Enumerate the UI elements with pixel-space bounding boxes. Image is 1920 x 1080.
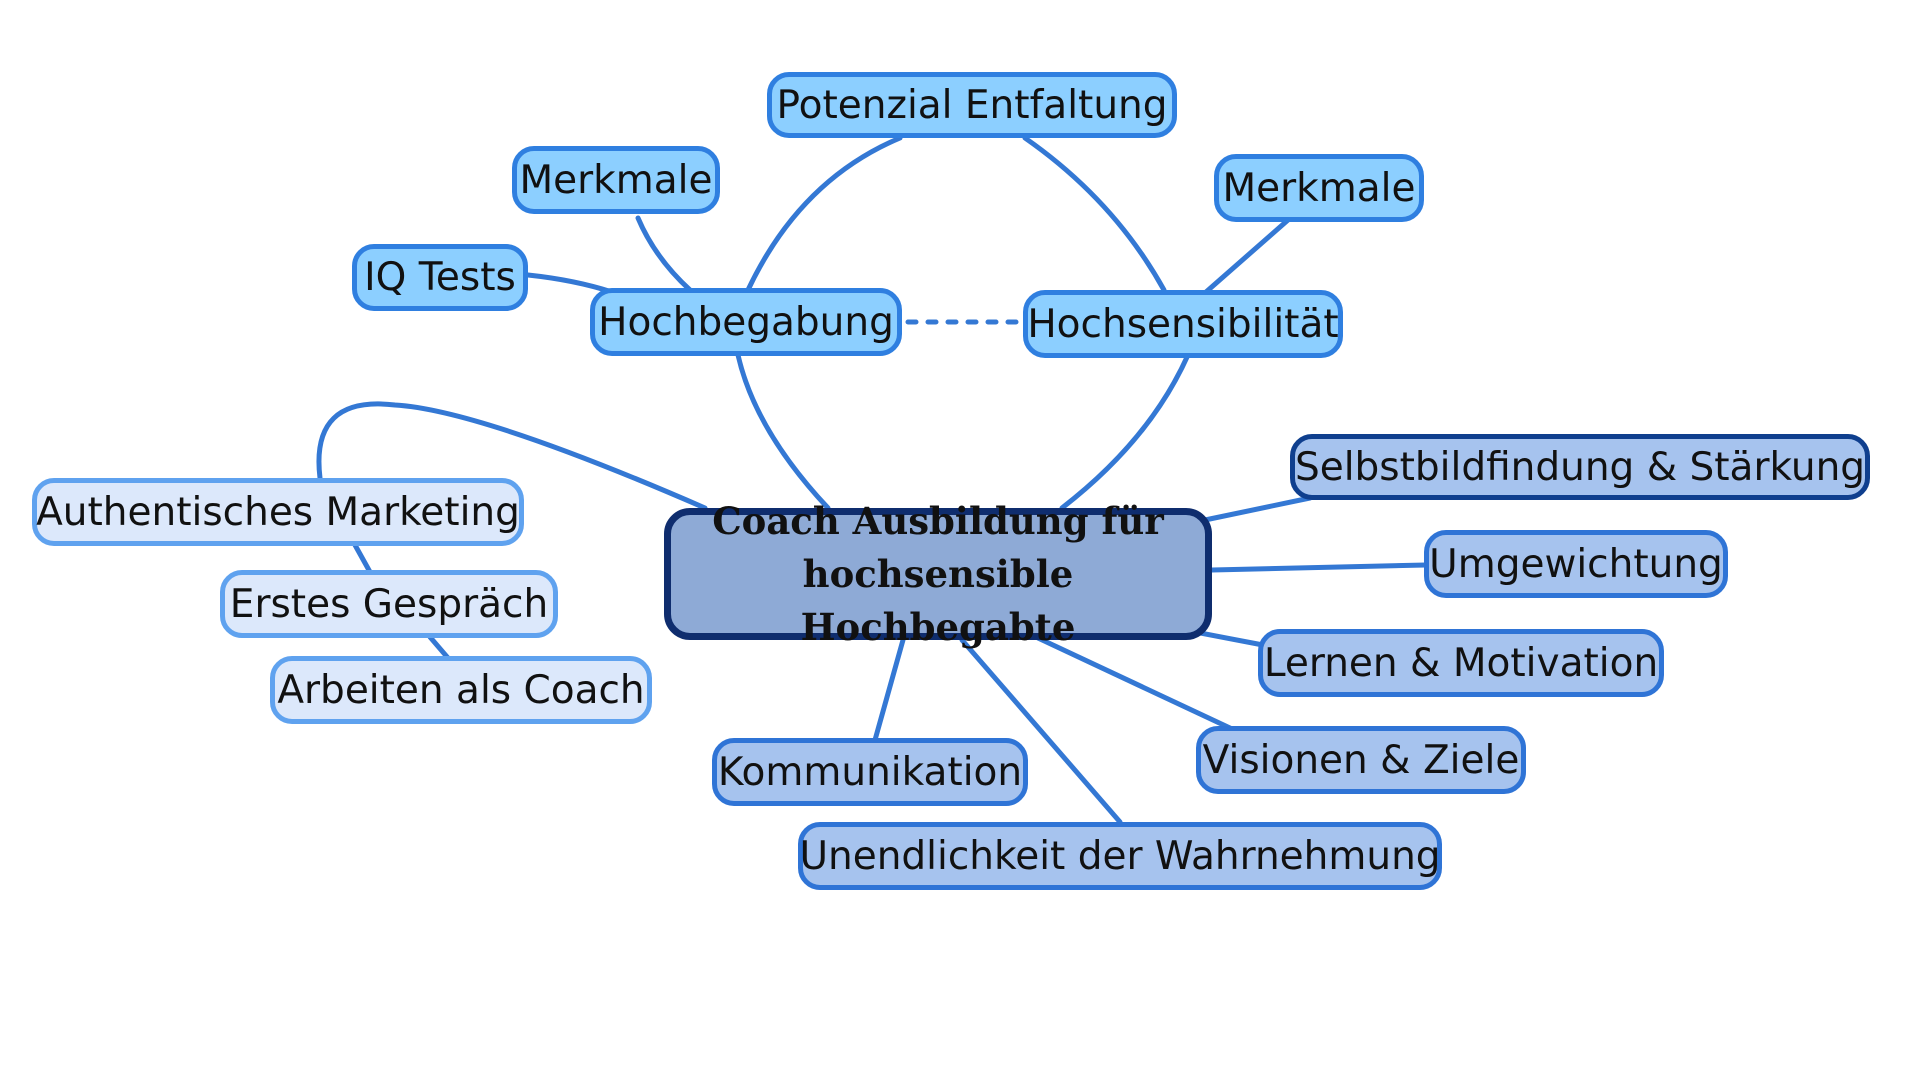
node-label: Hochsensibilität bbox=[1027, 301, 1339, 347]
node-hochsensibilitaet[interactable]: Hochsensibilität bbox=[1023, 290, 1343, 358]
connector-hochsensibilitaet-potenzial bbox=[1022, 135, 1167, 293]
node-authentisches-marketing[interactable]: Authentisches Marketing bbox=[32, 478, 524, 546]
connector-central-lernen bbox=[1192, 629, 1266, 648]
node-visionen-ziele[interactable]: Visionen & Ziele bbox=[1196, 726, 1526, 794]
connector-gespraech-coach bbox=[427, 634, 451, 661]
connector-central-kommunikation bbox=[872, 637, 906, 743]
node-label: Kommunikation bbox=[717, 749, 1023, 795]
connector-hochbegabung-potenzial bbox=[745, 135, 903, 293]
connector-hochsensibilitaet-merkmale bbox=[1203, 217, 1291, 295]
node-label: Authentisches Marketing bbox=[36, 489, 520, 535]
node-selbstbildfindung[interactable]: Selbstbildfindung & Stärkung bbox=[1290, 434, 1870, 500]
node-arbeiten-als-coach[interactable]: Arbeiten als Coach bbox=[270, 656, 652, 724]
connector-central-unendlichkeit bbox=[959, 637, 1123, 825]
central-topic-line-1: Coach Ausbildung für bbox=[712, 498, 1164, 543]
node-label: Visionen & Ziele bbox=[1202, 737, 1520, 783]
node-iq-tests[interactable]: IQ Tests bbox=[352, 244, 528, 311]
node-label: Arbeiten als Coach bbox=[277, 667, 645, 713]
connector-central-visionen bbox=[1035, 635, 1233, 731]
node-label: Unendlichkeit der Wahrnehmung bbox=[799, 833, 1441, 879]
node-label: Merkmale bbox=[1222, 165, 1416, 211]
node-merkmale-left[interactable]: Merkmale bbox=[512, 146, 720, 214]
node-label: IQ Tests bbox=[364, 255, 516, 300]
connector-hochbegabung-iqtests bbox=[525, 272, 615, 295]
node-label: Lernen & Motivation bbox=[1263, 640, 1659, 686]
connector-central-marketing bbox=[316, 401, 708, 511]
connector-central-hochsensibilitaet bbox=[1059, 352, 1191, 511]
node-label: Merkmale bbox=[519, 157, 713, 203]
connector-central-hochbegabung bbox=[735, 352, 831, 511]
node-label: Selbstbildfindung & Stärkung bbox=[1294, 444, 1866, 490]
node-kommunikation[interactable]: Kommunikation bbox=[712, 738, 1028, 806]
node-hochbegabung[interactable]: Hochbegabung bbox=[590, 288, 902, 356]
node-label: Hochbegabung bbox=[598, 299, 894, 345]
central-topic-line-2: hochsensible Hochbegabte bbox=[800, 551, 1076, 649]
node-label: Erstes Gespräch bbox=[229, 581, 549, 627]
connector-central-selbstbild bbox=[1202, 495, 1313, 523]
node-label: Umgewichtung bbox=[1429, 541, 1723, 587]
node-umgewichtung[interactable]: Umgewichtung bbox=[1424, 530, 1728, 598]
connector-marketing-gespraech bbox=[352, 542, 373, 575]
node-label: Potenzial Entfaltung bbox=[776, 82, 1168, 128]
node-potenzial-entfaltung[interactable]: Potenzial Entfaltung bbox=[767, 72, 1177, 138]
connector-central-umgewichtung bbox=[1209, 562, 1429, 573]
node-unendlichkeit[interactable]: Unendlichkeit der Wahrnehmung bbox=[798, 822, 1442, 890]
node-merkmale-right[interactable]: Merkmale bbox=[1214, 154, 1424, 222]
connector-hochbegabung-merkmale bbox=[635, 215, 693, 293]
central-topic[interactable]: Coach Ausbildung für hochsensible Hochbe… bbox=[664, 499, 1212, 649]
node-lernen-motivation[interactable]: Lernen & Motivation bbox=[1258, 629, 1664, 697]
node-erstes-gespraech[interactable]: Erstes Gespräch bbox=[220, 570, 558, 638]
